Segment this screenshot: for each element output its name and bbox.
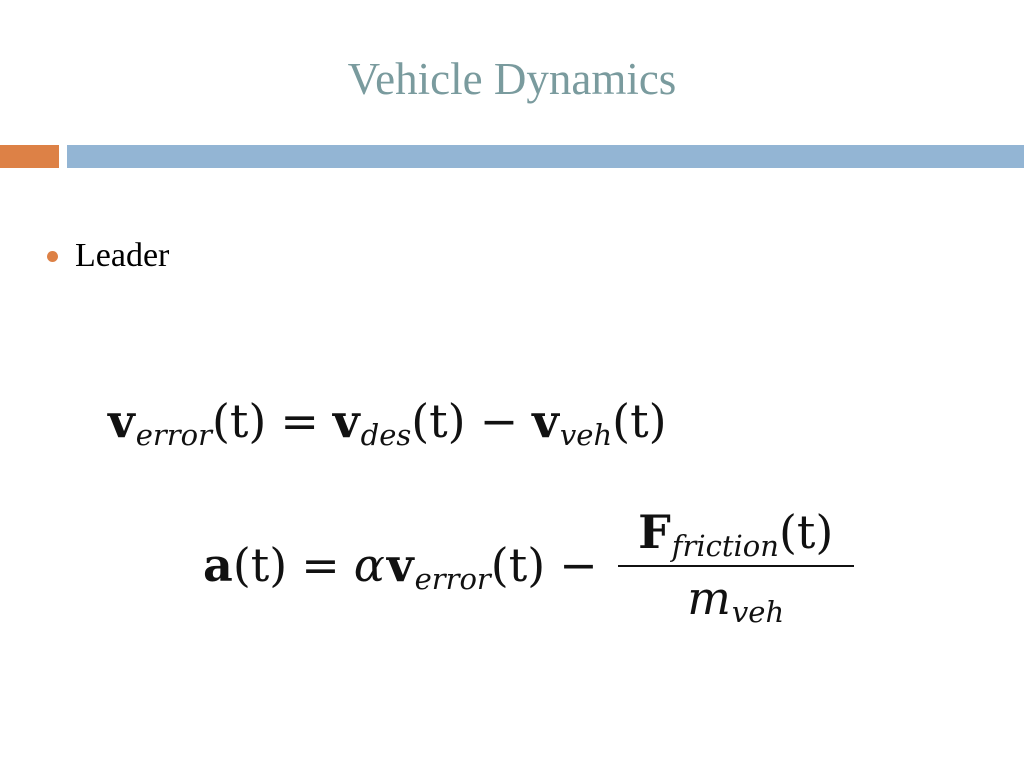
eq1-lhs-symbol: v — [108, 394, 135, 448]
eq1-term2-symbol: v — [532, 394, 559, 448]
eq2-num-arg: (t) — [778, 505, 834, 559]
eq2-minus: − — [559, 538, 598, 592]
eq1-lhs-arg: (t) — [211, 394, 267, 448]
bullet-text: Leader — [75, 237, 170, 274]
eq2-lhs-arg: (t) — [232, 538, 288, 592]
eq1-term1-subscript: des — [360, 418, 412, 452]
eq1-term2-subscript: veh — [559, 418, 613, 452]
eq2-den-subscript: veh — [731, 595, 785, 629]
eq2-equals: = — [301, 538, 340, 592]
eq2-fraction-bar — [617, 565, 854, 567]
eq2-num-symbol: F — [638, 505, 671, 559]
eq2-num-subscript: friction — [671, 529, 779, 563]
eq1-term1-arg: (t) — [411, 394, 466, 448]
eq2-term1-arg: (t) — [490, 538, 546, 592]
eq1-equals: = — [280, 394, 319, 448]
eq2-alpha: α — [353, 538, 385, 592]
eq2-term1-subscript: error — [414, 562, 491, 596]
slide-title: Vehicle Dynamics — [347, 54, 677, 104]
bullet-dot-icon — [47, 250, 58, 262]
eq1-lhs-subscript: error — [135, 418, 212, 452]
eq1-minus: − — [479, 394, 519, 448]
title-accent-bar-blue — [67, 145, 1024, 168]
eq2-lhs-symbol: a — [203, 538, 233, 592]
eq1-term1-symbol: v — [332, 394, 360, 448]
bullet-item: Leader — [47, 234, 169, 278]
title-accent-bar-orange — [0, 145, 59, 168]
eq1-term2-arg: (t) — [612, 394, 667, 448]
eq2-den-symbol: m — [687, 571, 731, 625]
eq2-term1-symbol: v — [386, 538, 414, 592]
